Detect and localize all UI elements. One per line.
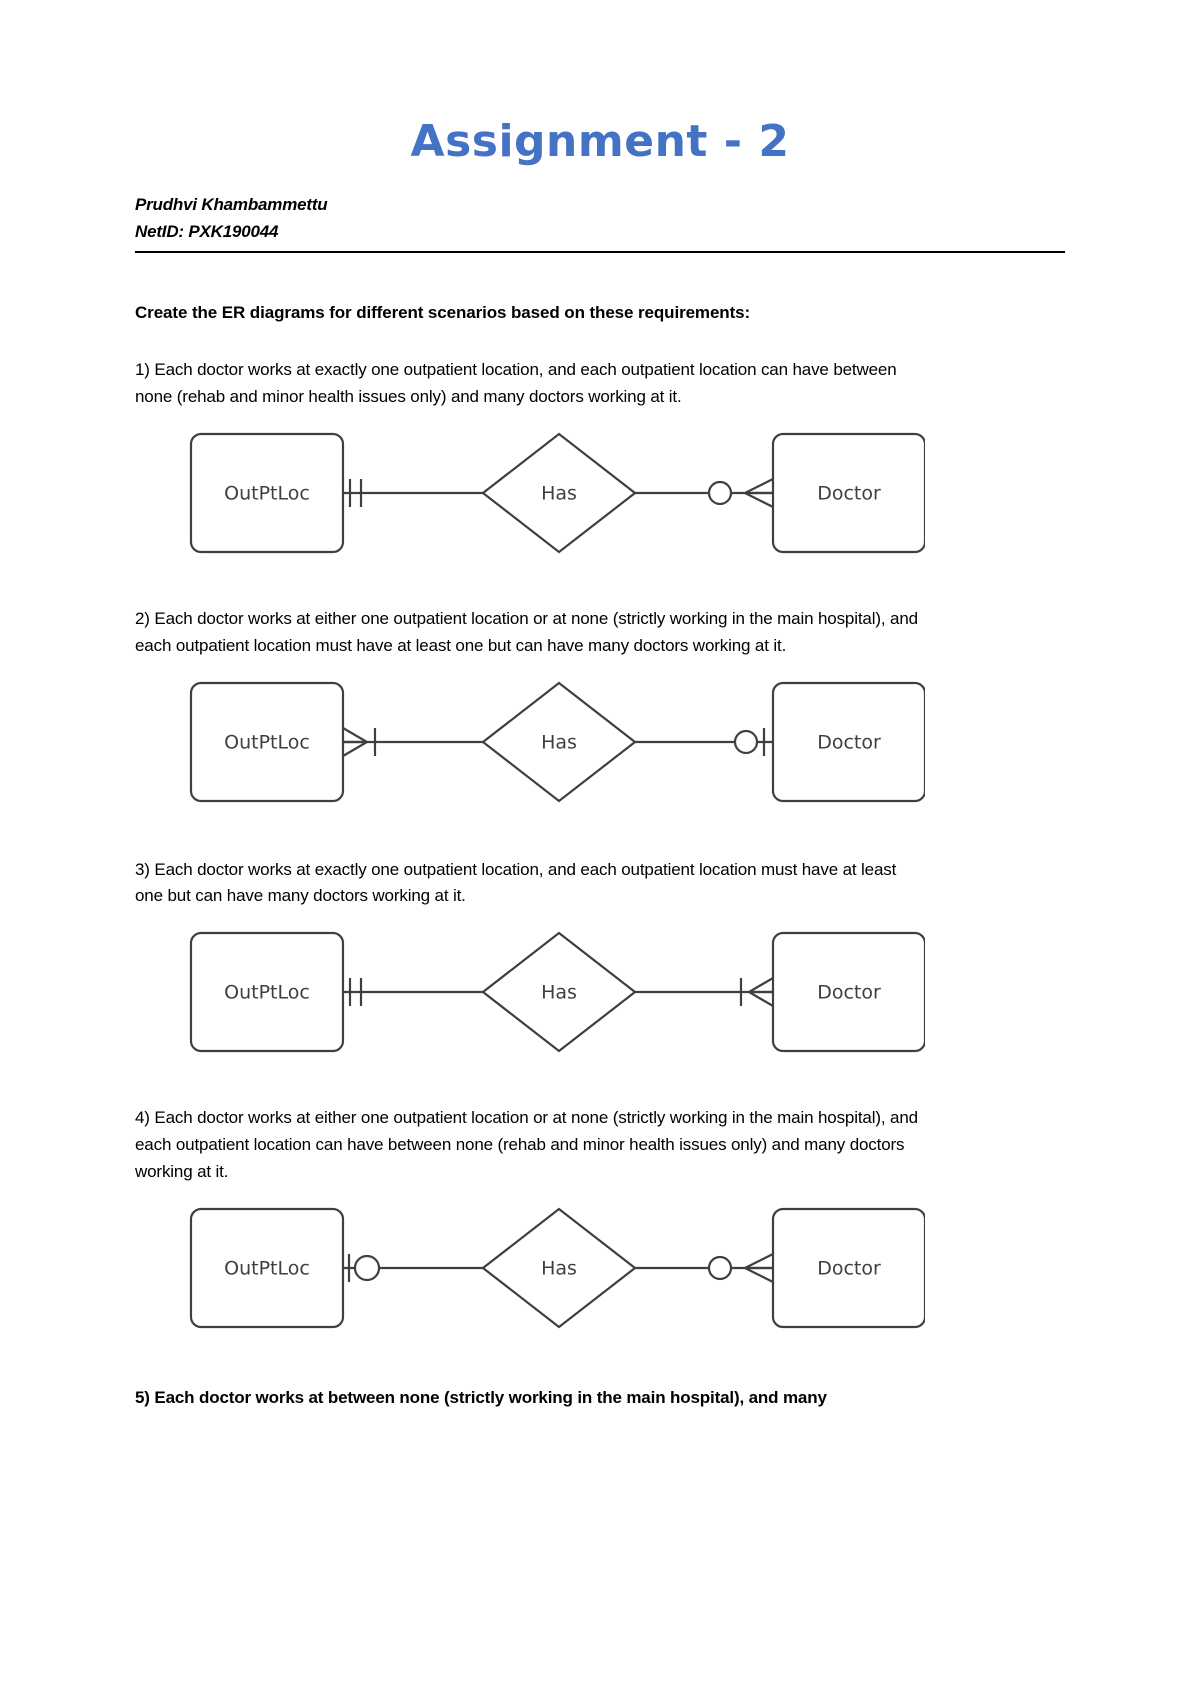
relationship-label-1: Has (541, 482, 577, 504)
er-diagram-1: OutPtLoc Has Doctor (135, 428, 1065, 558)
entity-label-doctor-2: Doctor (817, 731, 881, 753)
entity-label-outptloc-1: OutPtLoc (224, 482, 310, 504)
er-diagram-4: OutPtLoc Has Doctor (135, 1203, 1065, 1333)
notation-zero-or-many-4 (707, 1252, 774, 1283)
author-netid: NetID: PXK190044 (135, 221, 279, 241)
entity-box-doctor-1 (771, 432, 925, 553)
notation-zero-or-one-2 (733, 727, 766, 756)
notation-one-and-only-one-3 (348, 978, 363, 1007)
scenario-5-text: 5) Each doctor works at between none (st… (135, 1387, 827, 1407)
author-name: Prudhvi Khambammettu (135, 195, 328, 215)
relationship-label-2: Has (541, 731, 577, 753)
entity-box-doctor-2 (771, 681, 925, 802)
entity-label-outptloc-3: OutPtLoc (224, 982, 310, 1004)
notation-zero-or-many-1 (707, 477, 774, 508)
entity-label-outptloc-2: OutPtLoc (224, 731, 310, 753)
author-block: Prudhvi Khambammettu NetID: PXK190044 (135, 192, 1065, 245)
entity-label-doctor-3: Doctor (817, 982, 881, 1004)
notation-zero-or-one-4 (347, 1253, 381, 1282)
relationship-label-3: Has (541, 982, 577, 1004)
entity-label-outptloc-4: OutPtLoc (224, 1257, 310, 1279)
er-diagram-3: OutPtLoc Has Doctor (135, 927, 1065, 1057)
er-diagram-2: OutPtLoc Has Doctor (135, 677, 1065, 807)
notation-one-or-many-3 (739, 977, 774, 1008)
entity-box-doctor-3 (771, 932, 925, 1053)
header-divider (135, 251, 1065, 254)
scenario-1-text: 1) Each doctor works at exactly one outp… (135, 360, 897, 406)
notation-one-or-many-2 (342, 726, 377, 757)
scenario-2-text: 2) Each doctor works at either one outpa… (135, 608, 918, 655)
entity-label-doctor-4: Doctor (817, 1257, 881, 1279)
page-title: Assignment - 2 (410, 116, 790, 167)
intro-text: Create the ER diagrams for different sce… (135, 303, 751, 323)
entity-box-doctor-4 (771, 1207, 925, 1328)
relationship-label-4: Has (541, 1257, 577, 1279)
scenario-3-text: 3) Each doctor works at exactly one outp… (135, 859, 897, 906)
scenario-4-text: 4) Each doctor works at either one outpa… (135, 1108, 918, 1181)
entity-label-doctor-1: Doctor (817, 482, 881, 504)
notation-one-and-only-one-1 (348, 478, 363, 507)
